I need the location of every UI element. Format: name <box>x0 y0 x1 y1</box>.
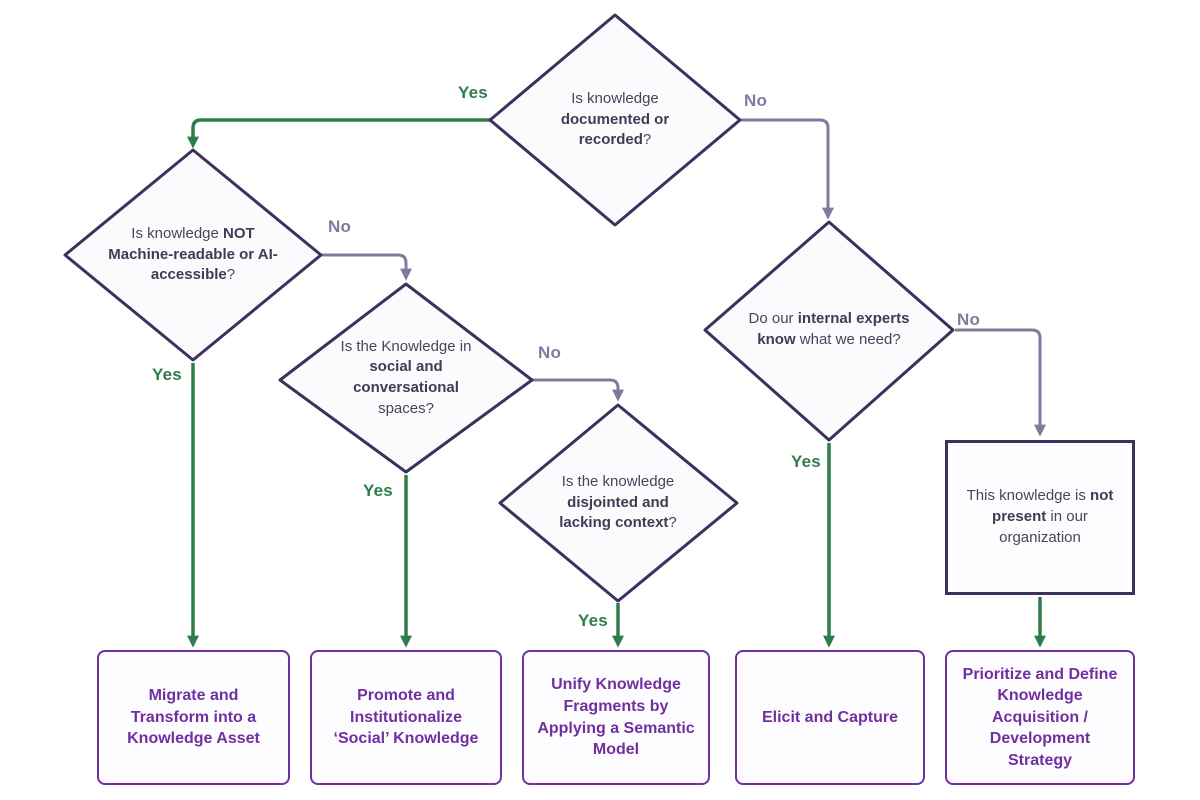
edge-label-yes-documented: Yes <box>458 83 488 102</box>
decision-text-experts-know: Do our internal experts know what we nee… <box>748 310 910 348</box>
edge-label-yes-experts-know: Yes <box>791 452 821 471</box>
outcome-label: Unify Knowledge Fragments by Applying a … <box>537 676 695 759</box>
outcome-label: Elicit and Capture <box>761 708 899 726</box>
arrow-no-documented <box>740 118 834 220</box>
outcome-label: Migrate and Transform into a Knowledge A… <box>127 687 260 748</box>
arrow-no-social-spaces <box>532 378 624 402</box>
decision-diamond-documented <box>488 13 742 227</box>
edge-label-yes-machine-readable: Yes <box>152 365 182 384</box>
edge-label-yes-disjointed: Yes <box>578 611 608 630</box>
arrow-no-machine-readable <box>322 253 412 281</box>
decision-diamond-social-spaces <box>278 282 534 474</box>
decision-text-documented: Is knowledge documented or recorded? <box>560 89 670 149</box>
outcome-box-promote-institutionalize: Promote and Institutionalize ‘Social’ Kn… <box>310 650 502 785</box>
outcome-box-migrate-transform: Migrate and Transform into a Knowledge A… <box>97 650 290 785</box>
decision-text-disjointed: Is the knowledge disjointed and lacking … <box>559 472 677 532</box>
arrow-yes-documented <box>187 118 490 149</box>
outcome-box-prioritize-define: Prioritize and Define Knowledge Acquisit… <box>945 650 1135 785</box>
outcome-label: Prioritize and Define Knowledge Acquisit… <box>962 665 1118 769</box>
outcome-box-elicit-capture: Elicit and Capture <box>735 650 925 785</box>
decision-diamond-experts-know <box>703 220 955 442</box>
note-knowledge-not-present: This knowledge is not present in our org… <box>945 440 1135 595</box>
decision-diamond-machine-readable <box>63 148 323 362</box>
edge-label-yes-social-spaces: Yes <box>363 481 393 500</box>
outcome-label: Promote and Institutionalize ‘Social’ Kn… <box>333 687 479 748</box>
arrow-no-experts-know <box>955 328 1046 437</box>
edge-label-no-machine-readable: No <box>328 217 352 236</box>
edge-label-no-documented: No <box>744 91 768 110</box>
edge-label-no-experts-know: No <box>957 310 981 329</box>
decision-text-social-spaces: Is the Knowledge in social and conversat… <box>340 337 472 417</box>
decision-text-machine-readable: Is knowledge NOT Machine-readable or AI-… <box>108 224 278 284</box>
decision-diamond-disjointed <box>498 403 739 603</box>
edge-label-no-social-spaces: No <box>538 343 562 362</box>
outcome-box-unify-fragments: Unify Knowledge Fragments by Applying a … <box>522 650 710 785</box>
